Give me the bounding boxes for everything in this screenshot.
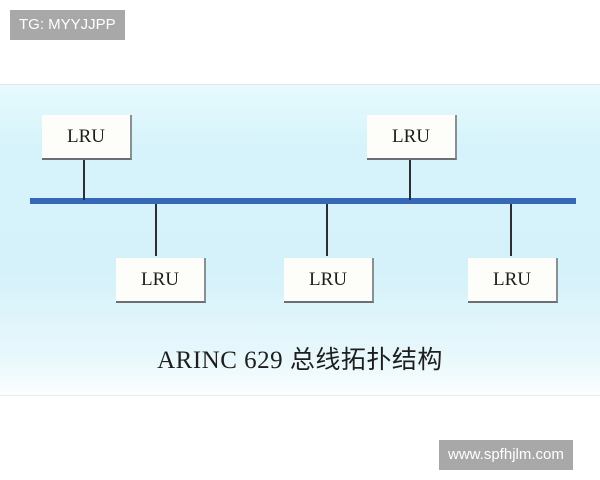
stub-top-right [409,160,411,200]
watermark-bottom: www.spfhjlm.com [439,440,573,470]
lru-node-top-left: LRU [42,115,132,160]
lru-node-bottom-center: LRU [284,258,374,303]
lru-node-top-right: LRU [367,115,457,160]
watermark-top: TG: MYYJJPP [10,10,125,40]
stub-bottom-right [510,204,512,256]
bus-line [30,198,576,204]
stub-bottom-center [326,204,328,256]
lru-node-bottom-left: LRU [116,258,206,303]
lru-node-bottom-right: LRU [468,258,558,303]
stub-top-left [83,160,85,200]
diagram-title: ARINC 629 总线拓扑结构 [157,347,443,374]
stub-bottom-left [155,204,157,256]
